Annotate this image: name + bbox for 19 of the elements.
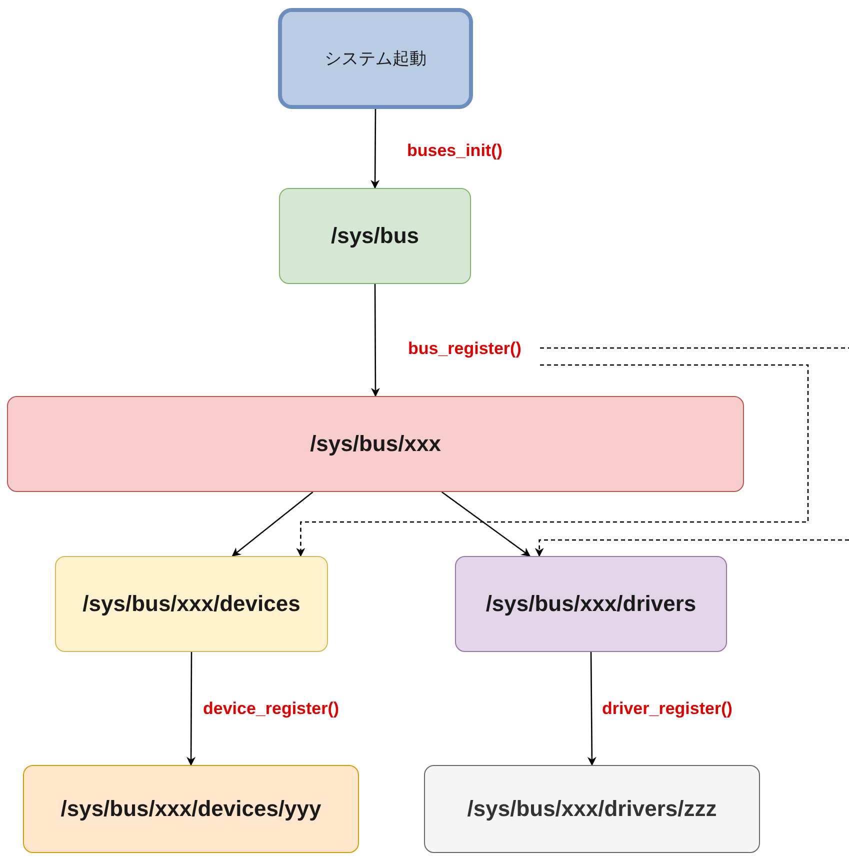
dashed-arrow bbox=[534, 347, 849, 557]
edge-label: bus_register() bbox=[406, 339, 524, 359]
process-box: /sys/bus/xxx/drivers/zzz bbox=[424, 765, 760, 853]
start-box: システム起動 bbox=[278, 8, 473, 109]
arrow bbox=[587, 652, 596, 766]
dashed-arrow bbox=[296, 364, 809, 557]
edge-label: driver_register() bbox=[600, 699, 734, 719]
edge-label: device_register() bbox=[201, 699, 342, 719]
edge-label: buses_init() bbox=[405, 141, 504, 161]
process-box: /sys/bus bbox=[279, 188, 471, 284]
arrow bbox=[441, 491, 531, 557]
arrow bbox=[370, 109, 380, 189]
process-box: /sys/bus/xxx/drivers bbox=[455, 556, 727, 652]
arrow bbox=[232, 492, 314, 557]
arrow bbox=[370, 284, 380, 397]
process-box: /sys/bus/xxx bbox=[7, 396, 744, 492]
process-box: /sys/bus/xxx/devices/yyy bbox=[23, 765, 359, 853]
process-box: /sys/bus/xxx/devices bbox=[55, 556, 328, 652]
arrow bbox=[186, 652, 196, 766]
